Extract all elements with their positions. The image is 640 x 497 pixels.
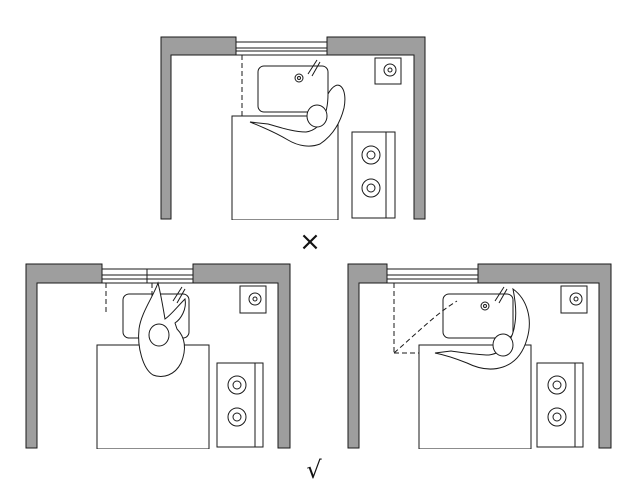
refrigerator <box>240 286 266 313</box>
open-door <box>394 283 457 353</box>
sink <box>258 60 328 112</box>
stove <box>537 363 583 447</box>
stove <box>217 363 263 447</box>
floor-plan-bottom-right <box>347 263 613 449</box>
refrigerator <box>375 58 401 84</box>
window <box>102 269 193 283</box>
person-figure <box>435 289 529 369</box>
refrigerator <box>561 286 587 313</box>
correct-mark: √ <box>306 456 322 484</box>
incorrect-mark: × <box>299 227 321 257</box>
window <box>236 42 327 55</box>
open-door <box>106 283 152 313</box>
person-figure <box>139 283 186 377</box>
sink <box>443 287 513 338</box>
floor-plan-top <box>160 36 426 220</box>
stove <box>352 132 395 218</box>
floor-plan-bottom-left <box>25 263 292 449</box>
window <box>387 269 478 283</box>
person-figure <box>250 85 345 146</box>
